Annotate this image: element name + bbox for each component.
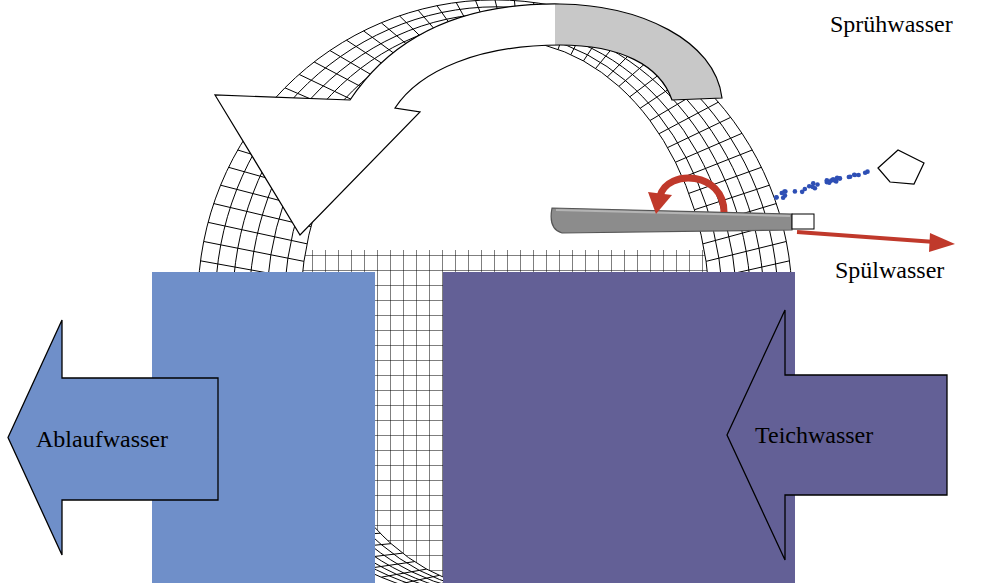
mesh-cross-line [381, 569, 426, 577]
spray-dot [779, 191, 784, 196]
annotation-label: Spülwasser [835, 256, 944, 284]
rotation-arrow-tail [555, 4, 722, 140]
spray-dot [831, 177, 836, 182]
flow-arrow: Ablaufwasser [8, 320, 218, 555]
spray-dot [813, 186, 818, 191]
spray-dot [853, 173, 858, 178]
spray-dot [774, 195, 779, 200]
red-arrows [648, 178, 955, 252]
mesh-cross-line [683, 150, 753, 178]
spray-dot [774, 195, 779, 200]
spray-dot [793, 189, 798, 194]
spray-dot [838, 176, 843, 181]
spray-dot [852, 172, 857, 177]
rotation-arrow-fill [215, 4, 722, 235]
mesh-cross-line [659, 102, 718, 133]
rotation-arrow [215, 4, 722, 235]
spray-dot [847, 175, 852, 180]
annotation-label: Sprühwasser [830, 10, 953, 38]
flow-label: Teichwasser [755, 421, 873, 449]
rotation-arrow-outline [215, 4, 722, 235]
arrow-outline [8, 320, 218, 555]
spray-dot [863, 171, 868, 176]
spray-nozzle [774, 150, 924, 200]
mesh-cross-line [208, 222, 307, 243]
dirt-drop-arrowhead [648, 192, 672, 214]
mesh-cross-line [706, 241, 786, 261]
flush-water-arrow [797, 232, 935, 242]
flow-arrow: Teichwasser [727, 310, 947, 560]
nozzle [878, 150, 924, 184]
spray-dots [774, 169, 870, 200]
mesh-cross-line [204, 241, 304, 261]
trough-edge [556, 210, 790, 216]
spray-dot [807, 184, 812, 189]
spray-dot [803, 187, 808, 192]
spray-dot [815, 182, 820, 187]
spray-dot [781, 195, 786, 200]
mesh-cross-line [694, 185, 769, 210]
flush-water-arrowhead [929, 233, 955, 252]
mesh-cross-line [400, 575, 440, 583]
trough [551, 208, 792, 233]
trough-outlet [792, 214, 814, 229]
flush-trough [551, 208, 814, 233]
mesh-cross-line [668, 117, 731, 147]
flow-label: Ablaufwasser [36, 425, 168, 453]
arrow-outline [727, 310, 947, 560]
spray-dot [811, 181, 816, 186]
